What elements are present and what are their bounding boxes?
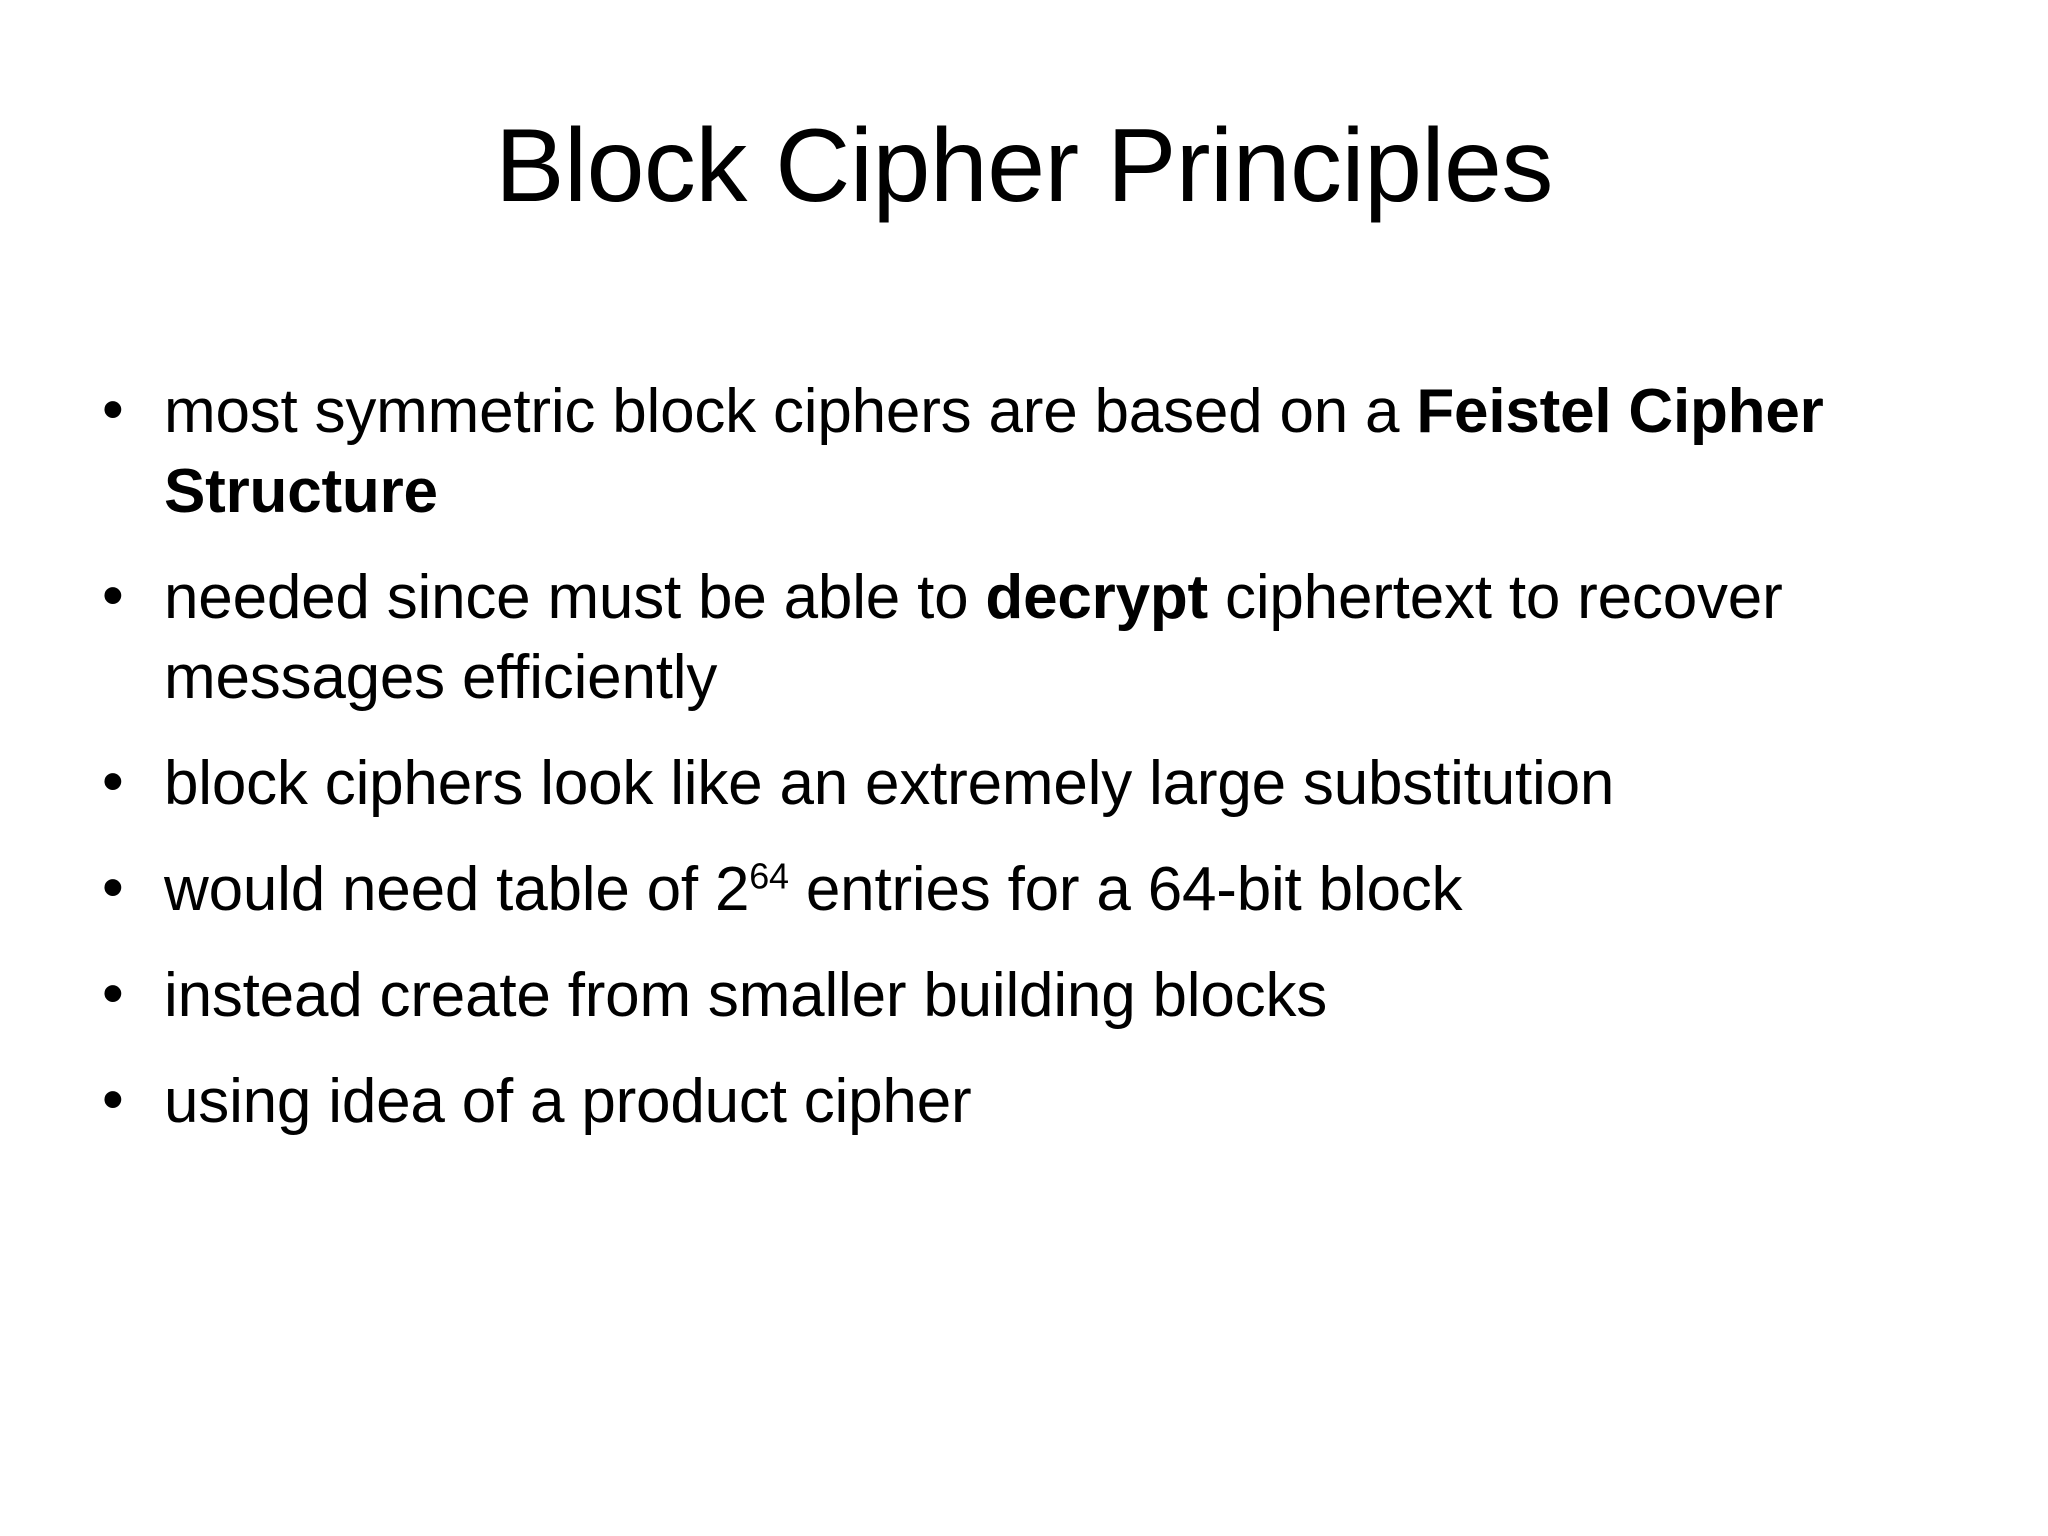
list-item: • needed since must be able to decrypt ci… <box>96 558 1976 718</box>
page-title: Block Cipher Principles <box>495 108 1553 224</box>
list-item: • instead create from smaller building bl… <box>96 956 1976 1036</box>
list-item: • block ciphers look like an extremely la… <box>96 744 1976 824</box>
list-item-label: instead create from smaller building blo… <box>164 961 1328 1030</box>
list-item-label: would need table of 264 entries for a 64… <box>164 855 1463 924</box>
bullet-point-icon: • <box>102 959 124 1028</box>
list-item-label: needed since must be able to decrypt cip… <box>164 563 1783 712</box>
list-item-label: most symmetric block ciphers are based o… <box>164 377 1824 526</box>
bullet-point-icon: • <box>102 561 124 630</box>
list-item: • using idea of a product cipher <box>96 1062 1976 1142</box>
bullet-point-icon: • <box>102 1065 124 1134</box>
list-item: • would need table of 264 entries for a 6… <box>96 850 1976 930</box>
list-item-label: using idea of a product cipher <box>164 1067 972 1136</box>
bullet-list: • most symmetric block ciphers are based … <box>96 372 1976 1168</box>
bullet-point-icon: • <box>102 747 124 816</box>
bullet-point-icon: • <box>102 853 124 922</box>
bullet-point-icon: • <box>102 375 124 444</box>
list-item: • most symmetric block ciphers are based … <box>96 372 1976 532</box>
list-item-label: block ciphers look like an extremely lar… <box>164 749 1615 818</box>
